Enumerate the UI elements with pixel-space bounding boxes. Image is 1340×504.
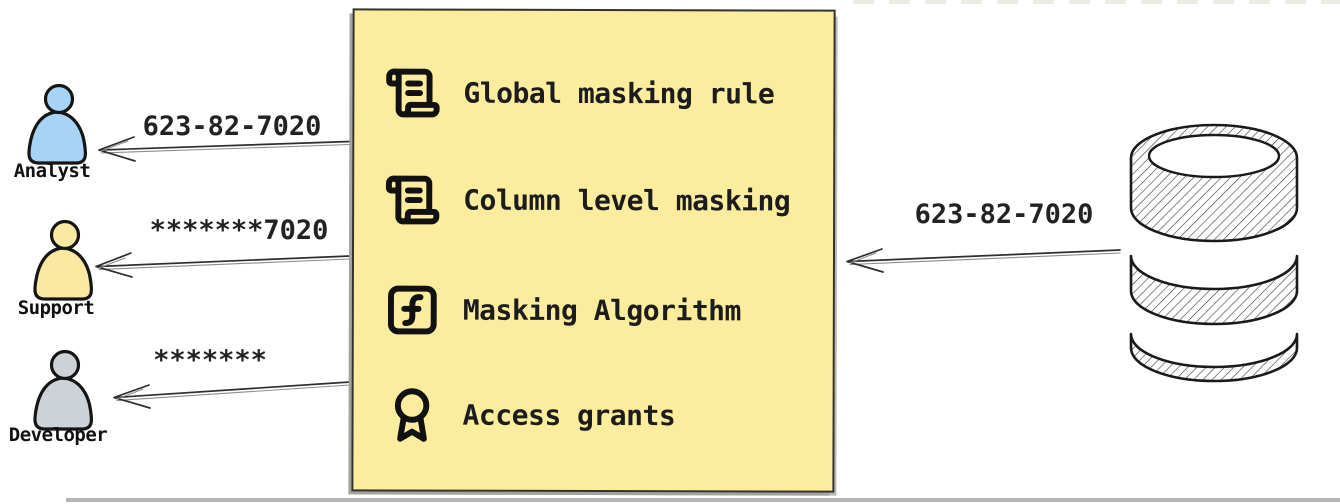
panel-item-label: Masking Algorithm bbox=[462, 293, 741, 327]
support-user-icon bbox=[33, 220, 94, 301]
masking-panel: Global masking rule Column level masking… bbox=[351, 8, 836, 493]
actor-analyst-label: Analyst bbox=[13, 160, 91, 182]
panel-row-access-grants: Access grants bbox=[383, 385, 675, 444]
panel-row-masking-algorithm: Masking Algorithm bbox=[384, 280, 741, 339]
panel-row-global-masking-rule: Global masking rule bbox=[384, 63, 774, 122]
database-middle-segment bbox=[1129, 254, 1299, 326]
canvas-edge-dashed-line bbox=[853, 0, 1340, 4]
developer-value-label: ******* bbox=[153, 345, 267, 376]
database-bottom-segment bbox=[1129, 332, 1299, 383]
arrow-panel-to-support bbox=[95, 252, 351, 278]
actor-support-label: Support bbox=[17, 297, 95, 319]
panel-item-label: Column level masking bbox=[463, 183, 791, 218]
support-value-label: *******7020 bbox=[149, 215, 329, 246]
canvas-bottom-edge bbox=[66, 498, 1340, 502]
database-top-opening bbox=[1147, 133, 1281, 179]
database-icon bbox=[1129, 123, 1299, 383]
arrow-panel-to-analyst bbox=[98, 136, 351, 162]
scroll-text-icon bbox=[386, 68, 440, 117]
panel-row-column-level-masking: Column level masking bbox=[384, 170, 790, 229]
award-icon bbox=[394, 387, 430, 442]
arrow-database-to-panel bbox=[846, 248, 1121, 273]
actor-developer-label: Developer bbox=[8, 424, 108, 446]
panel-item-label: Access grants bbox=[462, 398, 676, 432]
analyst-value-label: 623-82-7020 bbox=[142, 111, 322, 142]
scroll-text-icon bbox=[385, 175, 440, 224]
function-square-icon bbox=[387, 285, 437, 334]
arrow-panel-to-developer bbox=[113, 381, 351, 409]
database-value-label: 623-82-7020 bbox=[914, 199, 1094, 230]
developer-user-icon bbox=[33, 350, 94, 431]
panel-item-label: Global masking rule bbox=[463, 76, 775, 110]
analyst-user-icon bbox=[27, 84, 88, 165]
